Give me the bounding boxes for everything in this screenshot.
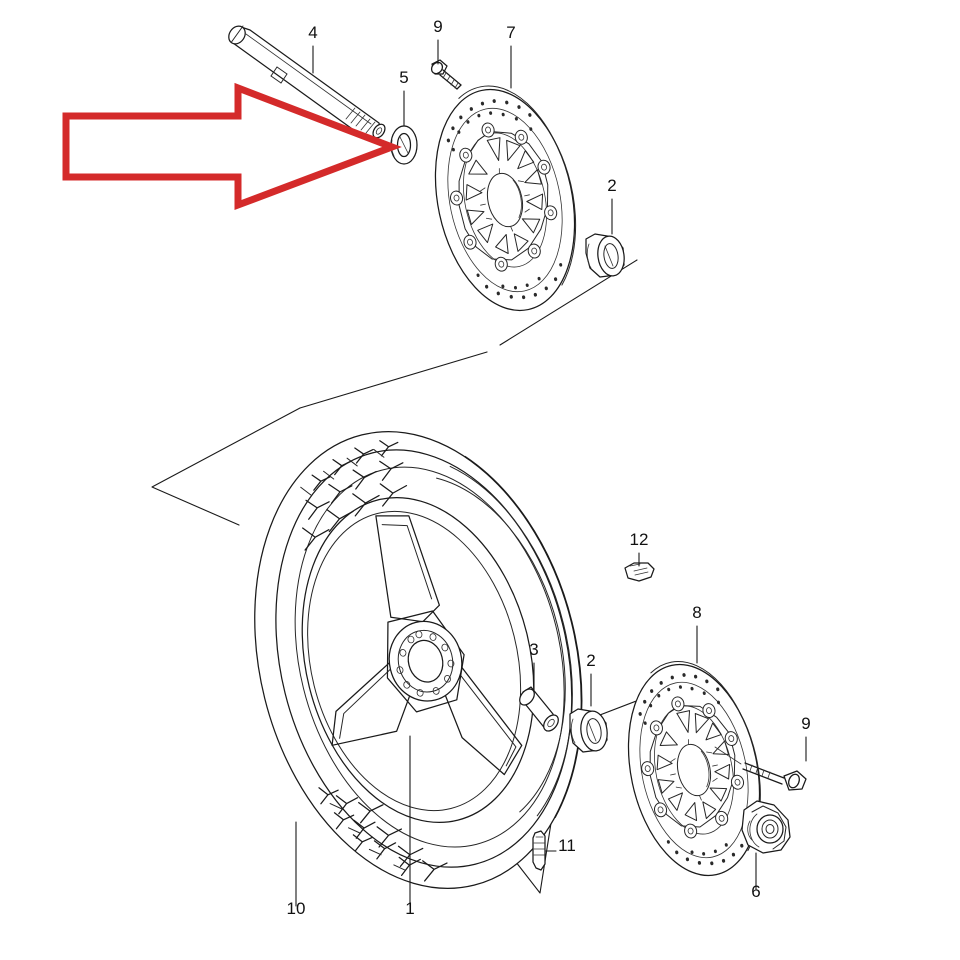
wheel-hub xyxy=(388,620,463,702)
disc-drill-holes xyxy=(446,99,563,300)
part-disc-bolt-lower xyxy=(714,746,807,791)
part-valve-stem xyxy=(532,830,546,871)
disc-mount-bosses xyxy=(449,122,558,272)
callout-label-9-disc-bolt-upper: 9 xyxy=(433,17,442,36)
part-speedometer-gearbox xyxy=(741,800,791,854)
axle-threads xyxy=(345,107,376,134)
disc-carrier-windows xyxy=(465,137,544,255)
part-front-axle xyxy=(228,25,386,140)
callout-label-6-speedometer-gearbox: 6 xyxy=(751,882,760,901)
callout-label-12-balance-weight: 12 xyxy=(630,530,649,549)
callout-label-5-axle-washer: 5 xyxy=(399,68,408,87)
disc-mount-bosses xyxy=(641,696,745,839)
callout-label-3-wheel-spacer: 3 xyxy=(529,640,538,659)
callout-label-9-disc-bolt-lower: 9 xyxy=(801,714,810,733)
callout-label-8-brake-disc-right: 8 xyxy=(692,603,701,622)
callout-numbers: 4 9 7 5 2 12 8 3 2 9 11 6 10 1 xyxy=(287,17,811,918)
callout-label-2-wheel-bearing-lower: 2 xyxy=(586,651,595,670)
callout-label-7-brake-disc-left: 7 xyxy=(506,23,515,42)
callout-label-10-tire: 10 xyxy=(287,899,306,918)
part-disc-bolt-upper xyxy=(430,59,462,90)
callout-label-11-valve-stem: 11 xyxy=(558,836,576,855)
part-balance-weight xyxy=(624,562,655,582)
part-wheel-bearing-lower xyxy=(569,708,608,753)
part-brake-disc-right xyxy=(627,660,761,877)
part-wheel-spacer xyxy=(519,686,559,732)
part-wheel-bearing-upper xyxy=(585,233,625,278)
part-brake-disc-left xyxy=(434,85,577,312)
disc-carrier-windows xyxy=(656,710,731,822)
callout-label-2-wheel-bearing-upper: 2 xyxy=(607,176,616,195)
callout-label-1-wheel-rim: 1 xyxy=(405,899,414,918)
callout-leader-lines xyxy=(295,39,807,907)
disc-drill-holes xyxy=(638,673,749,866)
callout-label-4-front-axle: 4 xyxy=(308,23,317,42)
tire-tread-pattern xyxy=(300,440,448,882)
part-tire-and-wheel xyxy=(254,431,583,889)
part-axle-washer xyxy=(390,125,418,165)
hub-splines xyxy=(396,630,455,697)
